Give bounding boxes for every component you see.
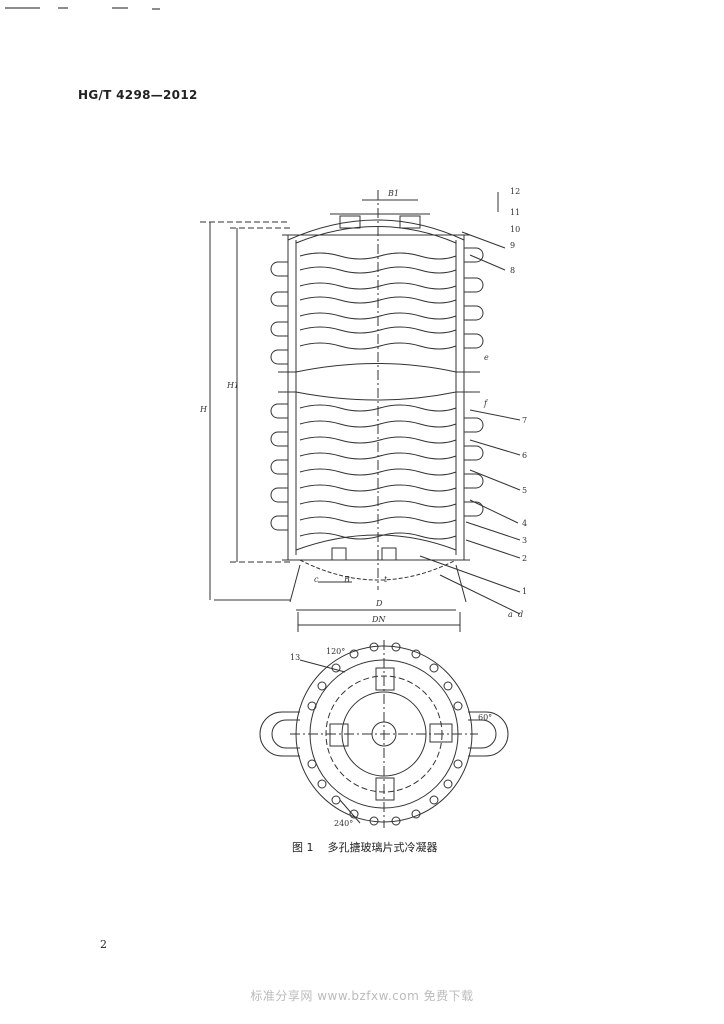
angle-label-60: 60° [478, 713, 492, 722]
angle-label-120: 120° [326, 647, 345, 656]
dim-label-b1: B1 [387, 189, 399, 198]
part-number-12: 12 [510, 187, 520, 196]
figure-caption: 图 1 多孔搪玻璃片式冷凝器 [292, 839, 452, 855]
figure-caption-title: 多孔搪玻璃片式冷凝器 [327, 841, 438, 854]
part-number-7: 7 [522, 416, 527, 425]
part-number-13: 13 [290, 653, 300, 662]
dim-label-h: H [199, 405, 208, 414]
nozzle-label-c: c [314, 575, 319, 584]
scan-top-marks [5, 7, 160, 10]
dim-label-b: B [343, 575, 350, 584]
part-number-10: 10 [510, 225, 520, 234]
part-number-1: 1 [522, 587, 527, 596]
watermark-text: 标准分享网 www.bzfxw.com 免费下载 [250, 989, 474, 1003]
figure-caption-number: 图 1 [292, 841, 314, 854]
dim-label-h1: H1 [226, 381, 239, 390]
part-number-6: 6 [522, 451, 527, 460]
nozzle-label-t: t [384, 575, 388, 584]
angle-label-240: 240° [334, 819, 353, 828]
part-number-2: 2 [522, 554, 527, 563]
nozzle-label-d: d [518, 610, 523, 619]
part-number-4: 4 [522, 519, 527, 528]
part-number-11: 11 [510, 208, 520, 217]
nozzle-label-f: f [483, 399, 489, 408]
part-number-5: 5 [522, 486, 527, 495]
part-number-9: 9 [510, 241, 515, 250]
page-number: 2 [100, 938, 107, 951]
condenser-drawing: H H1 B1 B D DN 120° 60° 240° 12 11 10 9 … [199, 187, 527, 828]
nozzle-label-e: e [484, 353, 489, 362]
dim-label-dn: DN [371, 615, 386, 624]
dim-label-d: D [375, 599, 383, 608]
part-number-8: 8 [510, 266, 515, 275]
standard-code: HG/T 4298—2012 [78, 88, 198, 102]
nozzle-label-a: a [508, 610, 513, 619]
part-number-3: 3 [522, 536, 527, 545]
